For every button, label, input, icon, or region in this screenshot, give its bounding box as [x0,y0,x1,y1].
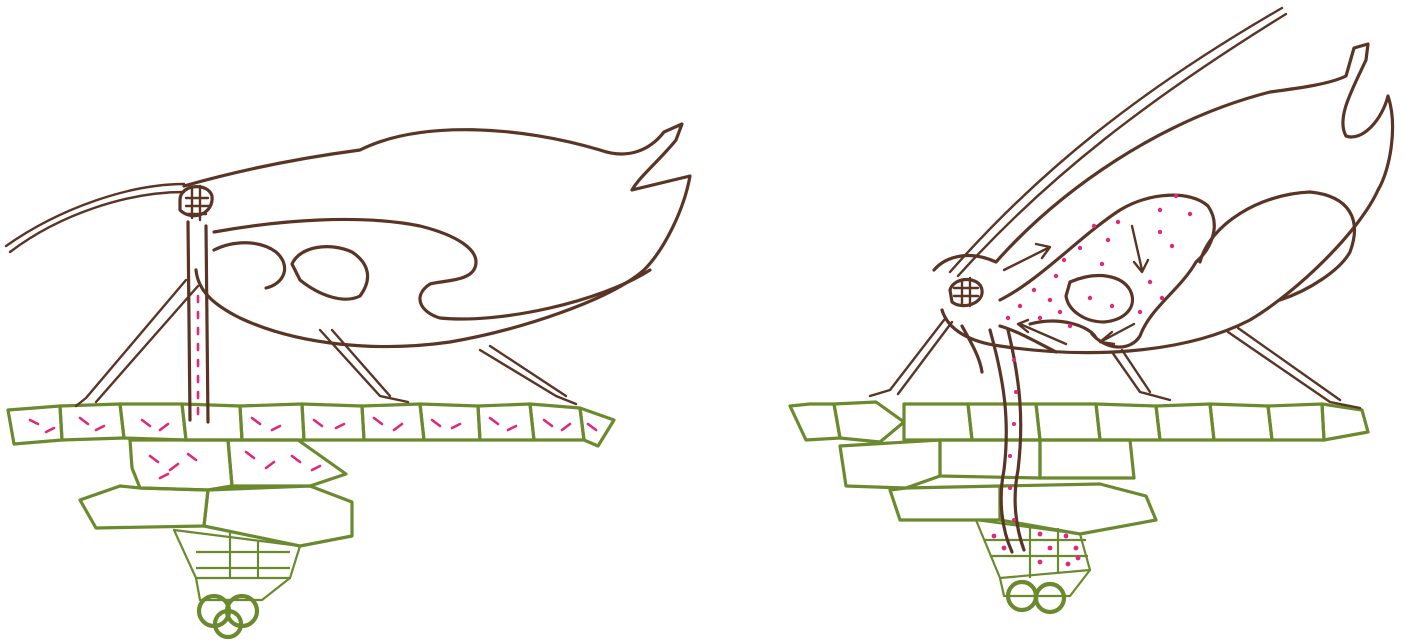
right-panel [790,8,1393,612]
right-hind-leg [1228,328,1360,408]
right-mesophyll [840,440,1156,612]
right-eye [950,280,982,306]
left-aphid-body [184,124,690,347]
right-epidermis [790,402,1368,442]
left-epidermis [8,404,614,446]
right-saliva-dots [1006,194,1192,522]
right-aphid-body [934,44,1393,353]
right-leaf-tissue [790,402,1368,612]
left-leaf-tissue [8,404,614,637]
left-hind-leg [480,346,576,404]
left-aphid [6,124,690,422]
left-panel [6,124,690,637]
left-eye [180,187,212,216]
left-mid-leg [320,330,408,402]
left-sap-particles [30,418,596,478]
left-front-leg [76,280,198,406]
right-aphid [870,8,1393,552]
right-front-leg [870,320,952,396]
right-mid-leg [1112,350,1170,400]
